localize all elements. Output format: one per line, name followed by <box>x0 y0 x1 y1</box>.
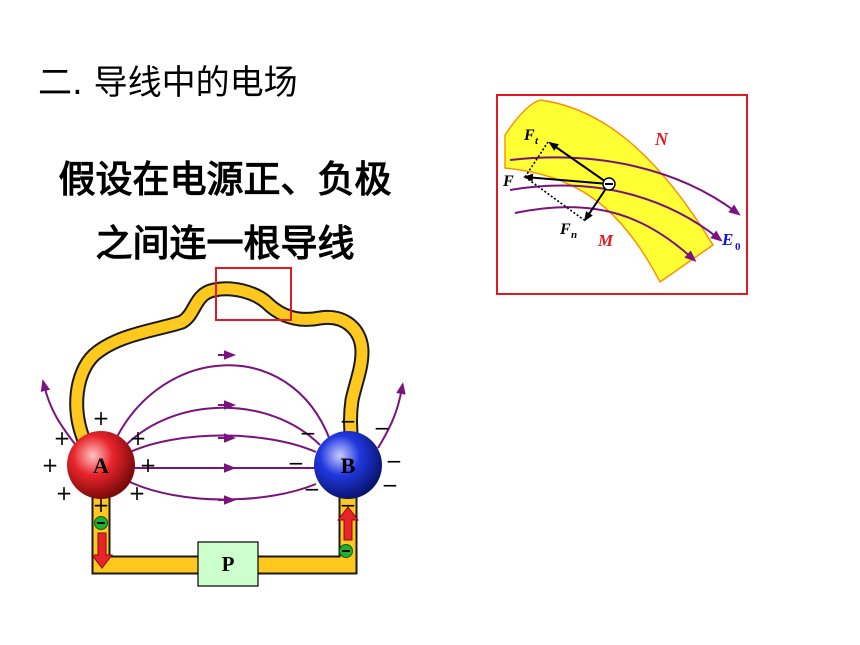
field-line <box>129 481 317 501</box>
highlight-box <box>215 267 292 321</box>
force-label-fn: F <box>559 221 571 238</box>
force-label-ft-sub: t <box>535 135 539 147</box>
minus-sign: − <box>340 409 357 433</box>
field-line <box>40 379 79 449</box>
field-label-e: E <box>721 230 733 249</box>
field-label-e-sub: 0 <box>735 241 741 253</box>
positive-terminal-label: A <box>93 453 109 478</box>
inset-panel: N M F t F F n E 0 <box>496 94 748 295</box>
minus-sign: − <box>340 493 357 517</box>
plus-sign: + <box>129 481 146 505</box>
tangential-force-arrow <box>548 141 610 185</box>
field-line <box>123 406 321 448</box>
minus-sign: − <box>374 416 391 440</box>
field-line <box>509 156 741 216</box>
field-line <box>377 382 406 449</box>
plus-sign: + <box>140 453 157 477</box>
field-line <box>113 364 331 444</box>
assumption-statement: 假设在电源正、负极 之间连一根导线 <box>20 148 430 276</box>
total-force-arrow <box>523 173 610 185</box>
minus-sign: − <box>382 473 399 497</box>
region-label-n: N <box>654 129 669 149</box>
minus-sign: − <box>304 477 321 501</box>
field-line <box>129 434 317 453</box>
inset-field-lines <box>509 156 741 263</box>
current-arrow-icon <box>336 506 360 541</box>
force-label-ft: F <box>523 127 535 144</box>
power-source-label: P <box>222 552 235 576</box>
negative-charges: − − − − − − − − <box>288 409 403 517</box>
wire-upper <box>69 281 370 453</box>
force-label-f: F <box>502 173 514 190</box>
statement-line-2: 之间连一根导线 <box>95 222 355 265</box>
negative-terminal <box>314 431 382 499</box>
field-line <box>514 206 697 263</box>
circuit-diagram: P A B + + + + + + <box>40 267 406 587</box>
minus-sign: − <box>288 451 305 475</box>
electron-icon <box>94 516 108 530</box>
section-heading: 二. 导线中的电场 <box>38 63 298 103</box>
field-line <box>509 184 723 242</box>
field-lines <box>40 350 406 505</box>
negative-terminal-label: B <box>341 453 356 478</box>
positive-charges: + + + + + + + + <box>42 406 157 517</box>
statement-line-1: 假设在电源正、负极 <box>58 158 392 201</box>
minus-sign: − <box>300 421 317 445</box>
projection-dotted <box>524 176 585 221</box>
plus-sign: + <box>130 426 147 450</box>
minus-sign: − <box>386 449 403 473</box>
power-source-box <box>197 541 259 587</box>
force-vectors <box>523 141 610 222</box>
plus-sign: + <box>56 481 73 505</box>
electron-icon <box>339 544 353 558</box>
plus-sign: + <box>54 426 71 450</box>
force-label-fn-sub: n <box>571 229 577 241</box>
region-label-m: M <box>597 231 614 250</box>
positive-terminal <box>67 431 135 499</box>
plus-sign: + <box>93 406 110 430</box>
plus-sign: + <box>42 453 59 477</box>
projection-dotted <box>524 141 549 178</box>
electron-icon <box>602 177 616 191</box>
plus-sign: + <box>93 493 110 517</box>
current-arrow-icon <box>90 532 114 569</box>
normal-force-arrow <box>583 183 610 222</box>
